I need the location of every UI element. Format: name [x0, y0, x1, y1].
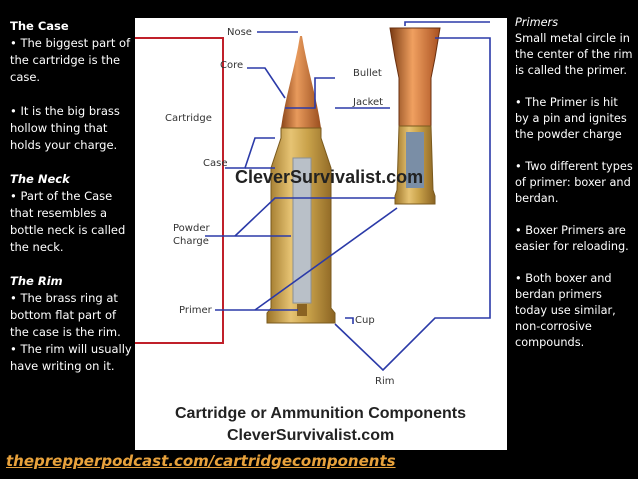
caption-title: Cartridge or Ammunition Components — [175, 405, 466, 422]
primers-section: Primers Small metal circle in the center… — [515, 15, 633, 79]
cartridge-diagram-svg: Nose Core Bullet Jacket Cartridge Case P… — [135, 21, 491, 444]
primer-top-line — [404, 21, 490, 26]
pointer-lines — [205, 21, 491, 372]
rim-title: The Rim — [10, 274, 63, 288]
cartridge-diagram: Nose Core Bullet Jacket Cartridge Case P… — [135, 18, 507, 450]
core-pointer — [247, 67, 286, 99]
cartridge-bracket — [135, 37, 224, 344]
hollow-point-illustration — [389, 27, 441, 205]
neck-section: The Neck • Part of the Case that resembl… — [10, 171, 132, 256]
case-bullet-1: • The biggest part of the cartridge is t… — [10, 36, 131, 84]
label-bullet: Bullet — [353, 68, 382, 79]
case-pointer — [225, 137, 275, 169]
label-nose: Nose — [227, 27, 252, 38]
watermark: CleverSurvivalist.com — [235, 167, 423, 187]
powder-pointer-2 — [234, 197, 395, 237]
label-cartridge: Cartridge — [165, 113, 212, 124]
primer-pointer-2 — [254, 207, 398, 311]
rim-bullet-1: • The brass ring at bottom flat part of … — [10, 291, 121, 339]
pistol-powder — [406, 132, 424, 188]
primer-pocket — [297, 304, 307, 316]
hollow-point-bullet — [389, 27, 441, 127]
label-jacket: Jacket — [352, 97, 383, 108]
rim-bullet-2: • The rim will usually have writing on i… — [10, 342, 132, 373]
label-powder: Powder — [173, 223, 210, 234]
label-charge: Charge — [173, 236, 209, 247]
neck-bullet: • Part of the Case that resembles a bott… — [10, 189, 126, 254]
bullet-bracket-pointer — [285, 77, 335, 109]
right-info-panel: Primers Small metal circle in the center… — [515, 15, 633, 367]
rifle-cartridge-illustration — [266, 36, 336, 324]
neck-title: The Neck — [10, 172, 70, 186]
primer-bullet-2: • Two different types of primer: boxer a… — [515, 160, 633, 205]
case-title: The Case — [10, 19, 69, 33]
label-core: Core — [220, 60, 243, 71]
rim-section: The Rim • The brass ring at bottom flat … — [10, 273, 132, 375]
label-case: Case — [203, 158, 227, 169]
primer-bullet-3: • Boxer Primers are easier for reloading… — [515, 224, 629, 253]
caption-site: CleverSurvivalist.com — [227, 427, 394, 444]
case-section: The Case • The biggest part of the cartr… — [10, 18, 132, 86]
case-section-2: • It is the big brass hollow thing that … — [10, 103, 132, 154]
primer-bullet-1: • The Primer is hit by a pin and ignites… — [515, 96, 627, 141]
footer-link[interactable]: theprepperpodcast.com/cartridgecomponent… — [6, 452, 396, 470]
label-primer: Primer — [179, 305, 213, 316]
primer-bullet-4: • Both boxer and berdan primers today us… — [515, 272, 616, 349]
case-bullet-2: • It is the big brass hollow thing that … — [10, 104, 120, 152]
cup-pointer — [345, 317, 354, 324]
rim-pointer — [334, 37, 491, 372]
primers-text: Small metal circle in the center of the … — [515, 32, 633, 77]
bullet-tip — [281, 36, 321, 128]
label-rim: Rim — [375, 376, 394, 387]
powder-column — [292, 157, 312, 304]
left-info-panel: The Case • The biggest part of the cartr… — [10, 18, 132, 392]
label-cup: Cup — [355, 315, 375, 326]
primers-title: Primers — [515, 16, 559, 29]
